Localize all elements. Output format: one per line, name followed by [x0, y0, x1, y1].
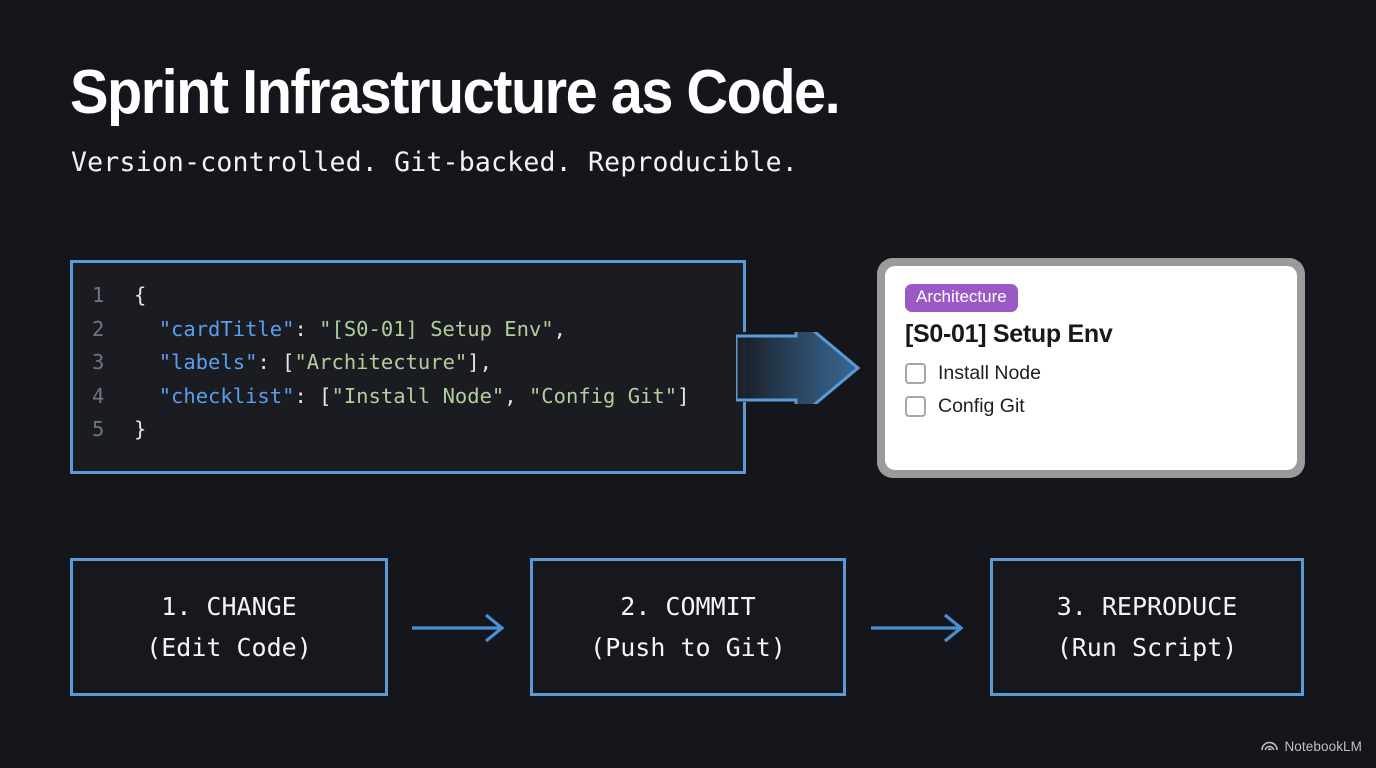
code-token-str: "[S0-01] Setup Env" — [319, 316, 554, 341]
code-line-number: 3 — [92, 350, 105, 374]
code-line: 2 "cardTitle": "[S0-01] Setup Env", — [92, 313, 689, 347]
code-line-number: 1 — [92, 283, 105, 307]
code-line-number: 4 — [92, 383, 105, 408]
code-panel: 1{2 "cardTitle": "[S0-01] Setup Env",3 "… — [70, 260, 746, 474]
card-title: [S0-01] Setup Env — [905, 319, 1113, 348]
code-panel-border-right-upper — [743, 260, 746, 332]
code-token-punct: ] — [677, 383, 690, 408]
code-panel-border-bottom — [70, 471, 746, 474]
step-2-line-2: (Push to Git) — [590, 633, 786, 662]
checklist-item[interactable]: Config Git — [905, 390, 1277, 423]
checkbox-icon[interactable] — [905, 395, 926, 417]
step-2-line-1: 2. COMMIT — [620, 592, 756, 621]
code-line: 5} — [92, 413, 689, 447]
step-3-line-1: 3. REPRODUCE — [1056, 592, 1238, 621]
block-arrow-icon — [734, 312, 862, 424]
code-line: 3 "labels": ["Architecture"], — [92, 346, 689, 380]
step-box-commit[interactable]: 2. COMMIT (Push to Git) — [530, 558, 846, 696]
code-panel-border-top — [70, 260, 746, 263]
step-1-line-1: 1. CHANGE — [161, 592, 297, 621]
arrow-right-icon-2 — [871, 610, 971, 646]
code-token-punct — [134, 384, 159, 408]
checklist-item[interactable]: Install Node — [905, 357, 1277, 390]
code-line: 1{ — [92, 279, 689, 313]
code-line-number: 5 — [92, 417, 105, 441]
watermark-label: NotebookLM — [1284, 738, 1362, 754]
card-label-badge[interactable]: Architecture — [905, 284, 1018, 312]
kanban-card[interactable]: Architecture [S0-01] Setup Env Install N… — [885, 266, 1297, 470]
page-title: Sprint Infrastructure as Code. — [70, 58, 841, 127]
code-panel-border-right-lower — [743, 402, 746, 474]
notebooklm-spiral-icon — [1261, 736, 1279, 756]
step-1-line-2: (Edit Code) — [146, 633, 312, 662]
code-token-punct: : [ — [257, 350, 295, 374]
code-token-punct: ], — [467, 350, 492, 374]
code-token-key: "checklist" — [158, 383, 295, 408]
checklist-item-label: Install Node — [938, 361, 1041, 384]
code-token-punct: } — [134, 417, 147, 441]
code-listing: 1{2 "cardTitle": "[S0-01] Setup Env",3 "… — [92, 279, 689, 447]
code-token-key: "labels" — [158, 350, 258, 374]
code-panel-border-left — [70, 260, 73, 474]
code-token-str: "Architecture" — [294, 350, 468, 374]
step-box-change[interactable]: 1. CHANGE (Edit Code) — [70, 558, 388, 696]
step-3-line-2: (Run Script) — [1056, 633, 1238, 662]
code-token-str: "Install Node" — [331, 383, 505, 408]
code-token-punct: : — [294, 316, 320, 341]
kanban-card-frame: Architecture [S0-01] Setup Env Install N… — [877, 258, 1305, 478]
code-token-punct: , — [553, 316, 566, 341]
code-token-str: "Config Git" — [528, 383, 678, 408]
arrow-right-icon-1 — [412, 610, 512, 646]
watermark: NotebookLM — [1261, 736, 1362, 756]
code-line: 4 "checklist": ["Install Node", "Config … — [92, 380, 689, 414]
code-token-key: "cardTitle" — [158, 316, 295, 341]
code-token-punct: : [ — [294, 383, 332, 408]
code-token-punct: , — [504, 383, 529, 408]
code-line-number: 2 — [92, 316, 105, 341]
code-token-punct: { — [134, 283, 147, 307]
page-subtitle: Version-controlled. Git-backed. Reproduc… — [71, 147, 798, 178]
step-box-reproduce[interactable]: 3. REPRODUCE (Run Script) — [990, 558, 1304, 696]
checkbox-icon[interactable] — [905, 362, 926, 384]
checklist-item-label: Config Git — [938, 394, 1025, 417]
code-token-punct — [134, 350, 159, 374]
code-token-punct — [134, 317, 159, 341]
